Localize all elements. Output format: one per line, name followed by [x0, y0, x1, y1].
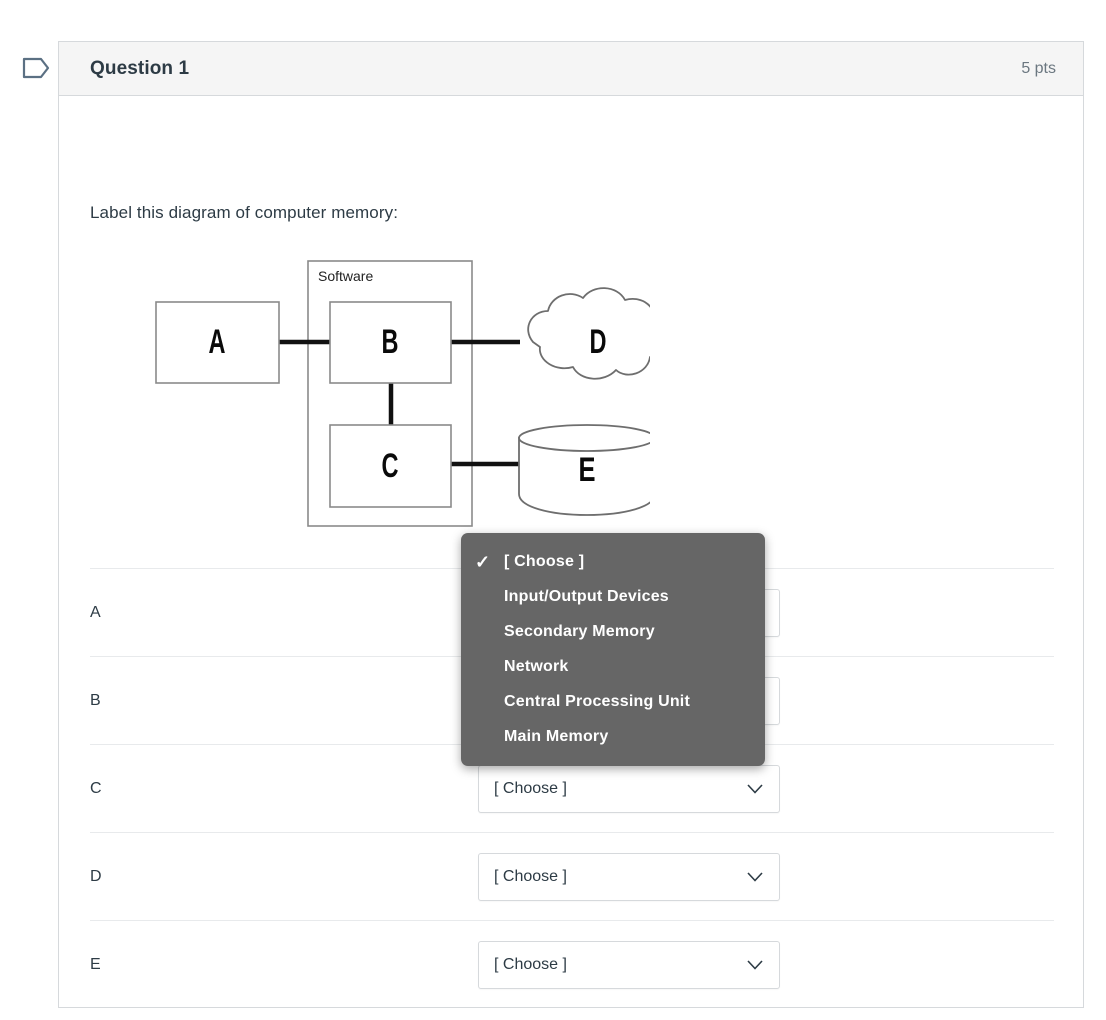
check-icon-placeholder [475, 728, 504, 746]
check-icon-placeholder [475, 693, 504, 711]
dropdown-option-label: [ Choose ] [504, 552, 585, 570]
question-card: Question 1 5 pts Label this diagram of c… [58, 41, 1084, 1008]
chevron-down-icon [747, 959, 763, 970]
dropdown-option-input-output-devices[interactable]: Input/Output Devices [461, 579, 765, 614]
flag-outline-icon [22, 57, 50, 79]
check-icon-placeholder [475, 588, 504, 606]
chevron-down-icon [747, 871, 763, 882]
diagram-node-c [329, 424, 452, 508]
answer-row-c: C [ Choose ] [90, 744, 1054, 832]
diagram-node-b [329, 301, 452, 384]
question-points: 5 pts [1021, 59, 1056, 77]
diagram-node-a-label: A [209, 323, 226, 361]
diagram-node-e: E [518, 424, 650, 516]
answer-select-e[interactable]: [ Choose ] [478, 940, 780, 989]
diagram-node-c-label: C [382, 447, 399, 485]
diagram-node-b-label: B [382, 323, 399, 361]
answer-row-label-d: D [90, 867, 102, 885]
diagram-node-d-label: D [590, 323, 607, 361]
check-icon-placeholder [475, 623, 504, 641]
diagram-node-e-label: E [579, 451, 596, 489]
dropdown-option-choose[interactable]: ✓ [ Choose ] [461, 544, 765, 579]
dropdown-option-label: Network [504, 657, 569, 675]
dropdown-option-label: Main Memory [504, 727, 609, 745]
answer-select-c[interactable]: [ Choose ] [478, 764, 780, 813]
answer-row-label-c: C [90, 779, 102, 797]
dropdown-option-main-memory[interactable]: Main Memory [461, 719, 765, 754]
answer-select-c-value: [ Choose ] [494, 779, 567, 797]
check-icon: ✓ [475, 551, 491, 572]
diagram-node-d: D [527, 287, 650, 380]
dropdown-option-network[interactable]: Network [461, 649, 765, 684]
check-icon-placeholder [475, 658, 504, 676]
dropdown-option-label: Input/Output Devices [504, 587, 669, 605]
diagram-svg: Software A B C [155, 260, 650, 527]
dropdown-option-label: Central Processing Unit [504, 692, 690, 710]
answer-row-e: E [ Choose ] [90, 920, 1054, 1008]
question-header: Question 1 5 pts [59, 42, 1083, 96]
prompt-text: Label this diagram of computer memory: [90, 203, 399, 222]
dropdown-menu[interactable]: ✓ [ Choose ] Input/Output Devices Second… [461, 533, 765, 766]
answer-select-d[interactable]: [ Choose ] [478, 852, 780, 901]
answer-row-d: D [ Choose ] [90, 832, 1054, 920]
answer-select-d-value: [ Choose ] [494, 867, 567, 885]
answer-select-e-value: [ Choose ] [494, 955, 567, 973]
answer-row-label-a: A [90, 603, 101, 621]
software-container-label: Software [318, 268, 373, 284]
dropdown-option-label: Secondary Memory [504, 622, 655, 640]
answer-row-label-e: E [90, 955, 101, 973]
page-title: Question 1 [90, 57, 190, 79]
memory-diagram: Software A B C [90, 249, 650, 539]
dropdown-option-secondary-memory[interactable]: Secondary Memory [461, 614, 765, 649]
answer-row-label-b: B [90, 691, 101, 709]
dropdown-option-central-processing-unit[interactable]: Central Processing Unit [461, 684, 765, 719]
flag-icon[interactable] [22, 56, 50, 80]
chevron-down-icon [747, 783, 763, 794]
diagram-node-a [155, 301, 280, 384]
